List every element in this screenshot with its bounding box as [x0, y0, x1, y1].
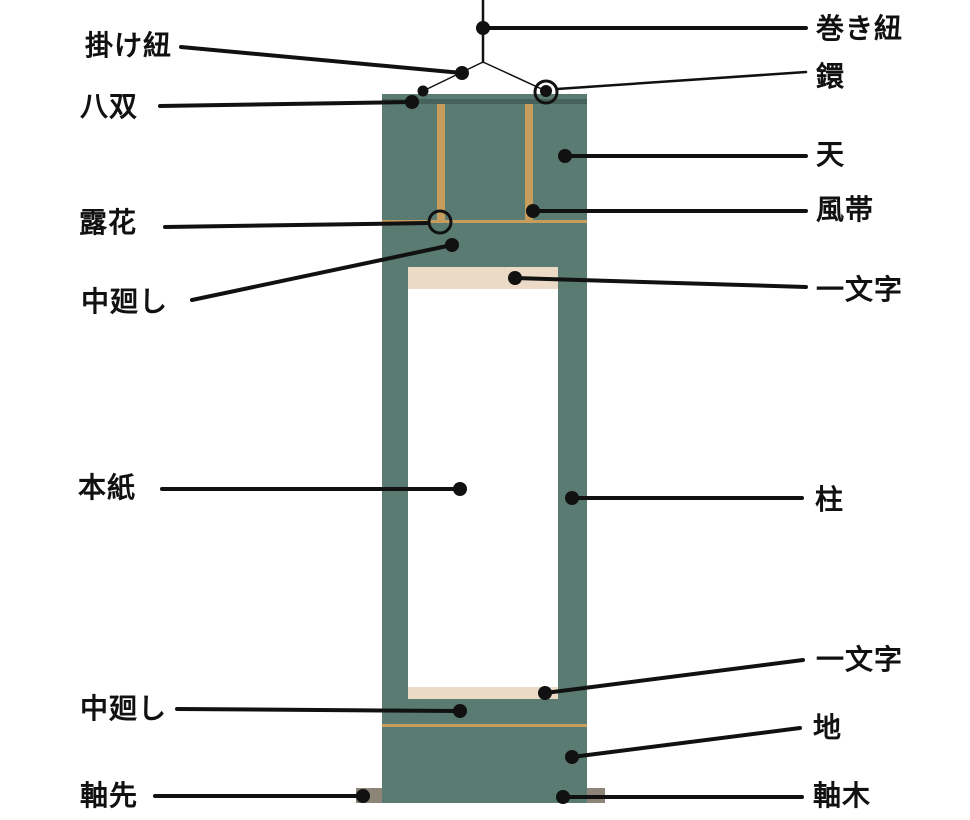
- divider-line-lower: [382, 724, 587, 727]
- cord-branch-left: [422, 61, 484, 92]
- leader-futai: [526, 204, 808, 218]
- leader-kan: [555, 70, 808, 91]
- leader-honshi: [160, 482, 467, 496]
- ichimonji-band-lower: [408, 687, 558, 699]
- label-jikusaki: 軸先: [80, 780, 139, 811]
- leader-hasso: [158, 95, 419, 109]
- label-rokka: 露花: [79, 207, 138, 238]
- leader-nakamawashi-lower: [175, 704, 467, 718]
- label-ten: 天: [816, 139, 846, 170]
- leader-ten: [558, 149, 808, 163]
- leader-kakehimo: [179, 45, 469, 80]
- scroll-body: [356, 94, 605, 803]
- futai-strip-left: [437, 104, 445, 221]
- label-makihimo: 巻き紐: [816, 13, 904, 44]
- label-futai: 風帯: [816, 194, 875, 225]
- label-nakamawashi-upper: 中廻し: [81, 286, 169, 317]
- label-hashira: 柱: [815, 484, 845, 515]
- leader-chi: [565, 726, 802, 764]
- hasso-stave-bar: [382, 99, 587, 104]
- leader-rokka: [163, 221, 430, 229]
- label-hasso: 八双: [80, 91, 139, 122]
- ichimonji-band-upper: [408, 267, 558, 289]
- label-honshi: 本紙: [78, 472, 137, 503]
- cord-anchor-dot-left: [417, 85, 429, 97]
- leader-ichimonji-lower: [538, 658, 805, 700]
- cord-anchor-dot-right: [540, 85, 552, 97]
- leader-hashira: [565, 491, 804, 505]
- label-ichimonji-lower: 一文字: [816, 644, 904, 675]
- leader-ichimonji-upper: [508, 271, 808, 289]
- label-kakehimo: 掛け紐: [85, 30, 173, 61]
- leader-makihimo: [476, 21, 808, 35]
- label-chi: 地: [813, 712, 843, 743]
- futai-strip-right: [525, 104, 533, 221]
- leader-nakamawashi-upper: [190, 238, 459, 302]
- label-ichimonji-upper: 一文字: [816, 274, 904, 305]
- label-jikugi: 軸木: [813, 780, 872, 811]
- kan-ring-marker: [533, 79, 559, 105]
- leader-jikusaki: [153, 789, 370, 803]
- leader-jikugi: [556, 790, 804, 804]
- label-nakamawashi-lower: 中廻し: [80, 693, 168, 724]
- label-kan: 鐶: [816, 61, 846, 92]
- divider-line-upper: [382, 220, 587, 223]
